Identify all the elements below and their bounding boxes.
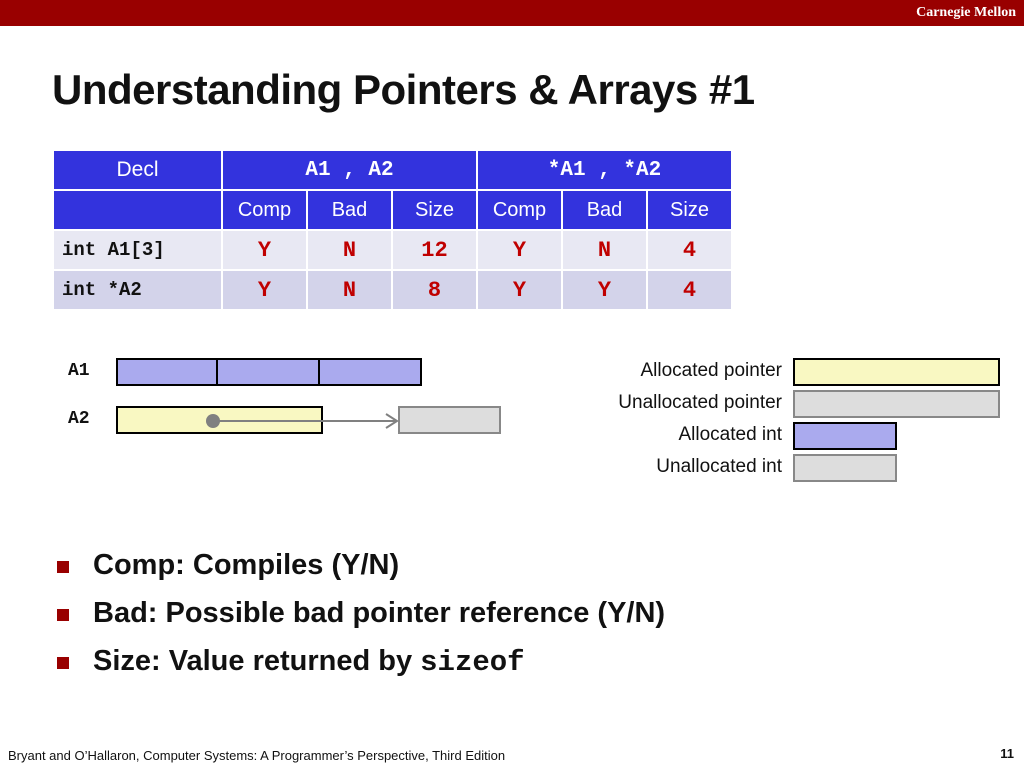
- square-bullet-icon: [57, 609, 69, 621]
- label-a2: A2: [68, 409, 90, 429]
- cell-value: 12: [391, 229, 478, 271]
- bullet-item: Size: Value returned by sizeof: [55, 639, 665, 687]
- top-bar: Carnegie Mellon: [0, 0, 1024, 26]
- arrowhead-icon: [385, 413, 399, 429]
- table-row: int A1[3] Y N 12 Y N 4: [52, 229, 733, 271]
- cell-value: Y: [561, 269, 648, 311]
- array-cell-divider: [216, 360, 218, 384]
- bullet-code: sizeof: [420, 646, 525, 679]
- array-cell-divider: [318, 360, 320, 384]
- legend-unallocated-int-swatch: [793, 454, 897, 482]
- legend-allocated-int-swatch: [793, 422, 897, 450]
- bullet-item: Bad: Possible bad pointer reference (Y/N…: [55, 591, 665, 639]
- decl-table: Decl A1 , A2 *A1 , *A2 Comp Bad Size Com…: [52, 149, 733, 311]
- footer-citation: Bryant and O’Hallaron, Computer Systems:…: [8, 748, 506, 763]
- subheader-size-b: Size: [646, 189, 733, 231]
- cell-value: N: [561, 229, 648, 271]
- header-group-a: A1 , A2: [221, 149, 478, 191]
- cell-value: N: [306, 229, 393, 271]
- org-name: Carnegie Mellon: [916, 5, 1016, 20]
- cell-value: Y: [476, 269, 563, 311]
- bullet-text: Bad: Possible bad pointer reference (Y/N…: [93, 597, 666, 629]
- cell-value: Y: [476, 229, 563, 271]
- legend-unallocated-pointer-label: Unallocated pointer: [618, 392, 782, 413]
- legend-allocated-pointer-swatch: [793, 358, 1000, 386]
- legend-allocated-int-label: Allocated int: [678, 424, 782, 445]
- table-header-row: Decl A1 , A2 *A1 , *A2: [52, 149, 733, 191]
- square-bullet-icon: [57, 657, 69, 669]
- subheader-size-a: Size: [391, 189, 478, 231]
- cell-value: Y: [221, 269, 308, 311]
- row-decl: int *A2: [52, 269, 223, 311]
- subheader-comp-a: Comp: [221, 189, 308, 231]
- pointer-arrow: [206, 413, 399, 429]
- a1-int-array: [116, 358, 422, 386]
- header-decl: Decl: [52, 149, 223, 191]
- subheader-bad-a: Bad: [306, 189, 393, 231]
- header-group-b: *A1 , *A2: [476, 149, 733, 191]
- cell-value: 8: [391, 269, 478, 311]
- a2-target-unallocated: [398, 406, 501, 434]
- subheader-comp-b: Comp: [476, 189, 563, 231]
- row-decl: int A1[3]: [52, 229, 223, 271]
- slide-title: Understanding Pointers & Arrays #1: [52, 66, 755, 113]
- table-subheader-row: Comp Bad Size Comp Bad Size: [52, 189, 733, 231]
- label-a1: A1: [68, 361, 90, 381]
- bullet-text: Size: Value returned by: [93, 645, 421, 677]
- bullet-text: Comp: Compiles (Y/N): [93, 549, 400, 581]
- cell-value: Y: [221, 229, 308, 271]
- page-number: 11: [1000, 746, 1014, 761]
- cell-value: 4: [646, 269, 733, 311]
- bullet-list: Comp: Compiles (Y/N) Bad: Possible bad p…: [55, 543, 665, 687]
- legend-unallocated-pointer-swatch: [793, 390, 1000, 418]
- legend-allocated-pointer-label: Allocated pointer: [640, 360, 782, 381]
- cell-value: 4: [646, 229, 733, 271]
- table-row: int *A2 Y N 8 Y Y 4: [52, 269, 733, 311]
- cell-value: N: [306, 269, 393, 311]
- subheader-blank: [52, 189, 223, 231]
- subheader-bad-b: Bad: [561, 189, 648, 231]
- bullet-item: Comp: Compiles (Y/N): [55, 543, 665, 591]
- square-bullet-icon: [57, 561, 69, 573]
- legend-unallocated-int-label: Unallocated int: [656, 456, 782, 477]
